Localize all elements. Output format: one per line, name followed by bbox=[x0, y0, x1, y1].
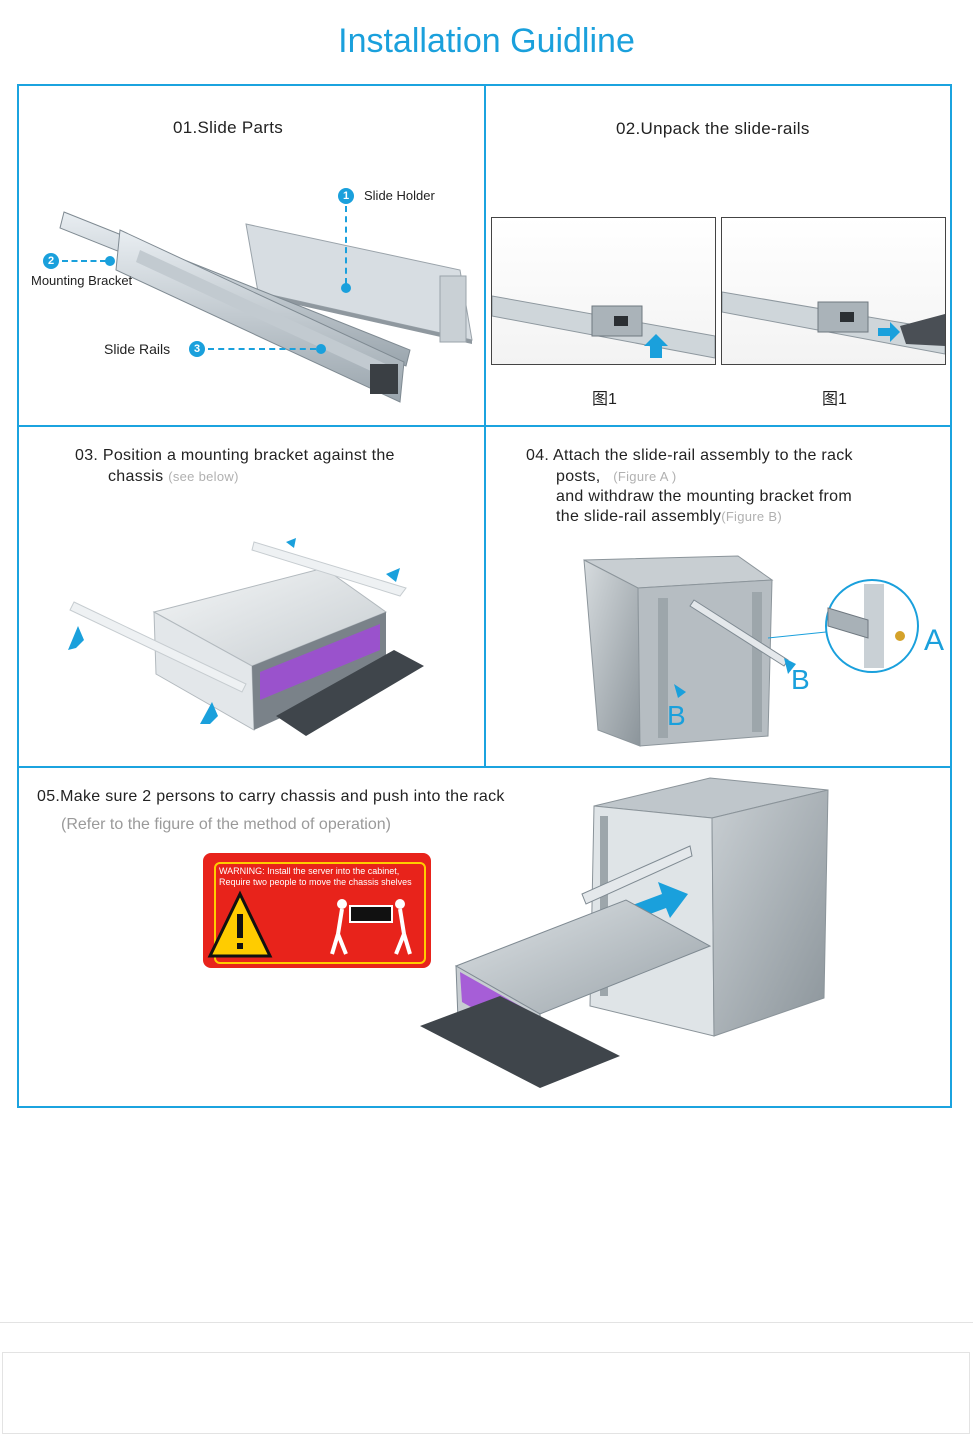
step4-assembly-words: the slide-rail assembly bbox=[556, 508, 722, 525]
figure-mark-b-left: B bbox=[667, 700, 686, 731]
warning-line2: Require two people to move the chassis s… bbox=[219, 877, 412, 887]
callout-slide-holder-label: Slide Holder bbox=[364, 188, 435, 203]
unpack-photo-right bbox=[721, 217, 946, 365]
figure-label-right: 图1 bbox=[822, 391, 847, 408]
person-right-icon bbox=[395, 899, 405, 909]
warning-line1: WARNING: Install the server into the cab… bbox=[219, 866, 400, 876]
chassis-bracket-illustration bbox=[68, 538, 424, 736]
step2-title: 02.Unpack the slide-rails bbox=[616, 119, 810, 138]
bottom-empty-panel bbox=[2, 1352, 970, 1434]
unpack-photo-left bbox=[491, 217, 716, 365]
callout-slide-rails-label: Slide Rails bbox=[104, 341, 171, 357]
chassis-box-icon bbox=[349, 905, 393, 923]
warning-label-border bbox=[214, 862, 426, 964]
warning-pictograms bbox=[207, 890, 418, 958]
step5-subtitle: (Refer to the figure of the method of op… bbox=[61, 816, 391, 833]
step5-title: 05.Make sure 2 persons to carry chassis … bbox=[37, 788, 505, 805]
step4-note-a: (Figure A ) bbox=[613, 469, 677, 484]
figure-label-left: 图1 bbox=[592, 391, 617, 408]
step3-note: (see below) bbox=[168, 469, 239, 484]
step4-text-line3: and withdraw the mounting bracket from bbox=[556, 488, 852, 505]
step1-title: 01.Slide Parts bbox=[173, 118, 284, 137]
step3-text-line2: chassis (see below) bbox=[108, 468, 239, 486]
push-into-rack-illustration bbox=[420, 777, 829, 1088]
step4-text-line4: the slide-rail assembly(Figure B) bbox=[556, 508, 782, 526]
slide-parts-illustration bbox=[59, 211, 473, 403]
step4-posts-word: posts, bbox=[556, 468, 601, 485]
callout-2-leader bbox=[62, 260, 106, 262]
callout-3-dot bbox=[316, 344, 326, 354]
callout-1-badge: 1 bbox=[338, 188, 354, 204]
callout-3-badge: 3 bbox=[189, 341, 205, 357]
callout-2-badge: 2 bbox=[43, 253, 59, 269]
callout-1-dot bbox=[341, 283, 351, 293]
figure-mark-b-right: B bbox=[791, 664, 810, 695]
callout-mounting-bracket-label: Mounting Bracket bbox=[31, 273, 133, 288]
rack-illustration bbox=[583, 555, 919, 747]
callout-3-leader bbox=[208, 348, 316, 350]
warning-text: WARNING: Install the server into the cab… bbox=[219, 866, 424, 888]
divider-row1 bbox=[17, 425, 952, 427]
callout-1-leader bbox=[345, 206, 347, 284]
bottom-divider bbox=[0, 1322, 973, 1323]
page-title: Installation Guidline bbox=[338, 22, 635, 60]
callout-2-dot bbox=[105, 256, 115, 266]
divider-row2 bbox=[17, 766, 952, 768]
step3-text-line1: 03. Position a mounting bracket against … bbox=[75, 447, 395, 464]
person-left-icon bbox=[337, 899, 347, 909]
figure-mark-a: A bbox=[924, 624, 945, 657]
step4-text-line1: 04. Attach the slide-rail assembly to th… bbox=[526, 447, 853, 464]
step3-chassis-word: chassis bbox=[108, 468, 164, 485]
step4-text-line2: posts, (Figure A ) bbox=[556, 468, 677, 486]
step4-note-b: (Figure B) bbox=[721, 509, 782, 524]
